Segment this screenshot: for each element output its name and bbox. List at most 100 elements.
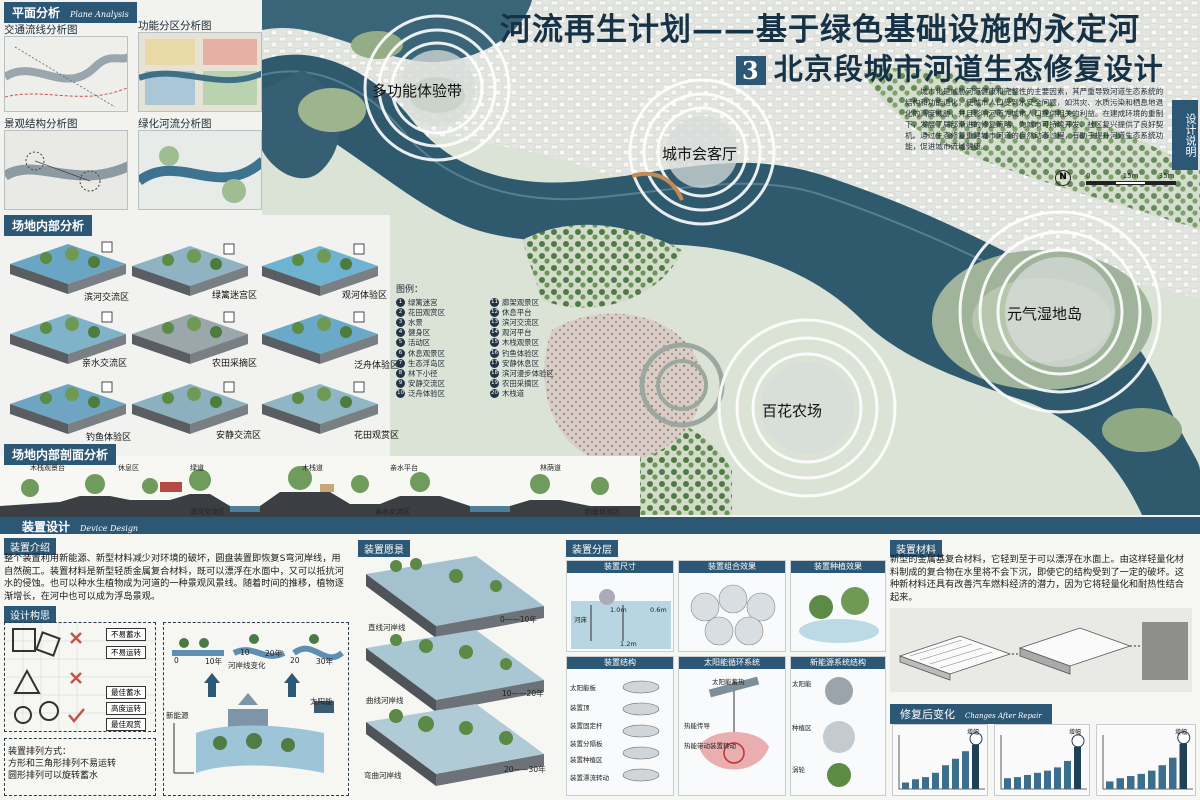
layer-label: 装置固定杆 xyxy=(570,722,603,730)
chart-peak-label: 增幅 xyxy=(967,729,980,736)
layer-panel-title: 装置结构 xyxy=(567,657,673,669)
site-block-label: 泛舟体验区 xyxy=(354,361,400,371)
legend-number-icon: 9 xyxy=(396,379,405,389)
vision-head: 装置愿景 xyxy=(358,540,410,557)
section-caption-2: 亲水交流区 xyxy=(375,508,410,516)
chart-bar xyxy=(912,779,919,789)
legend-number-icon: 20 xyxy=(490,389,499,399)
legend-title: 图例： xyxy=(396,285,424,295)
legend-item-label: 廊架观景区 xyxy=(502,297,539,307)
concept-shapes-box xyxy=(4,622,156,732)
design-note-tag: 设计说明 xyxy=(1172,100,1198,170)
legend-number-icon: 12 xyxy=(490,307,499,317)
layer-label: 1.0m xyxy=(610,606,627,614)
layer-panel-title: 装置组合效果 xyxy=(679,561,785,573)
section-label-4: 木栈道 xyxy=(302,464,323,472)
layer-panel-5: 太阳能循环系统 xyxy=(678,656,786,796)
legend-number-icon: 11 xyxy=(490,297,499,307)
repair-chart-3: 增幅 xyxy=(1096,724,1196,796)
site-block-9 xyxy=(258,378,382,444)
layer-panel-6: 新能源系统结构 xyxy=(790,656,886,796)
year-30: 30年 xyxy=(316,657,334,666)
layer-panel-title: 太阳能循环系统 xyxy=(679,657,785,669)
chart-bar xyxy=(952,758,959,789)
legend-number-icon: 7 xyxy=(396,358,405,368)
chart-bar xyxy=(932,772,939,789)
scale-bar-graphic xyxy=(1086,181,1176,185)
legend-item-label: 安静休息区 xyxy=(502,358,539,368)
legend-item-label: 木栈道 xyxy=(502,389,525,399)
chart-bar xyxy=(1169,757,1177,789)
chart-bar xyxy=(962,751,969,789)
title-line-2-text: 北京段城市河道生态修复设计 xyxy=(773,52,1164,86)
legend-item-label: 水景 xyxy=(408,317,423,327)
legend-number-icon: 15 xyxy=(490,338,499,348)
chart-bar xyxy=(1014,777,1021,789)
site-block-4 xyxy=(6,308,130,374)
section-label-3: 绿道 xyxy=(190,464,204,472)
layer-label: 太阳能 xyxy=(792,680,812,688)
site-block-label: 安静交流区 xyxy=(216,431,262,441)
layer-panel-1: 装置尺寸 xyxy=(566,560,674,652)
repair-chart-svg xyxy=(1102,731,1193,790)
legend-item-label: 活动区 xyxy=(408,338,431,348)
intro-text: 整个装置利用新能源、新型材料减少对环境的破坏，圆盘装置即恢复S弯河岸线，用自然碗… xyxy=(4,553,344,602)
arrange-box xyxy=(4,738,156,796)
master-plan-drawing xyxy=(262,0,1200,515)
chart-bar xyxy=(972,744,979,789)
chart-bar xyxy=(1044,770,1051,789)
layer-label: 装置分隔板 xyxy=(570,740,603,748)
zone-label-wetland: 元气湿地岛 xyxy=(1007,305,1083,323)
legend-number-icon: 10 xyxy=(396,389,405,399)
title-line-1: 河流再生计划——基于绿色基础设施的永定河 xyxy=(500,12,1140,48)
layer-panel-4: 装置结构 xyxy=(566,656,674,796)
legend-item-label: 安静交流区 xyxy=(408,379,445,389)
legend-number-icon: 16 xyxy=(490,348,499,358)
vision-straight: 直线河岸线 xyxy=(368,623,406,632)
solar-label: 太阳能 xyxy=(310,697,333,706)
zone-label-experience: 多功能体验带 xyxy=(372,82,463,100)
chart-bar xyxy=(1074,746,1081,789)
site-block-1 xyxy=(6,238,130,304)
master-plan: 多功能体验带 城市会客厅 元气湿地岛 百花农场 xyxy=(262,0,1200,515)
layer-panel-title: 装置尺寸 xyxy=(567,561,673,573)
site-block-label: 观河体验区 xyxy=(342,291,388,301)
section-label-1: 木栈观景台 xyxy=(30,464,65,472)
chart-bar xyxy=(1054,767,1061,789)
design-note-text: 城市化是威胁河道健康和完整性的主要因素，其严重导致河道生态系统的结构和功能退化，… xyxy=(905,87,1164,151)
title-badge: 3 xyxy=(736,56,766,85)
site-block-7 xyxy=(6,378,130,444)
chart-bar xyxy=(1158,765,1166,789)
chart-bar xyxy=(1024,774,1031,789)
vision-stack xyxy=(356,556,554,796)
site-block-3 xyxy=(258,240,382,306)
vision-year-2: 10——20年 xyxy=(502,689,544,698)
site-block-label: 农田采摘区 xyxy=(212,359,258,369)
layer-label: 装置顶 xyxy=(570,704,590,712)
legend-number-icon: 8 xyxy=(396,368,405,378)
layer-label: 热能带动装置转动 xyxy=(684,742,736,750)
legend-number-icon: 4 xyxy=(396,328,405,338)
site-block-8 xyxy=(128,378,252,444)
site-block-label: 钓鱼体验区 xyxy=(86,433,132,443)
pill-not-rotate: 不易运转 xyxy=(106,646,146,659)
concept-head: 设计构思 xyxy=(4,606,56,623)
legend-item-label: 休息平台 xyxy=(502,307,532,317)
layer-label: 涡轮 xyxy=(792,766,805,774)
legend-number-icon: 1 xyxy=(396,297,405,307)
year-20a: 20年 xyxy=(265,649,283,658)
chart-bar xyxy=(1004,778,1011,789)
legend-number-icon: 19 xyxy=(490,379,499,389)
